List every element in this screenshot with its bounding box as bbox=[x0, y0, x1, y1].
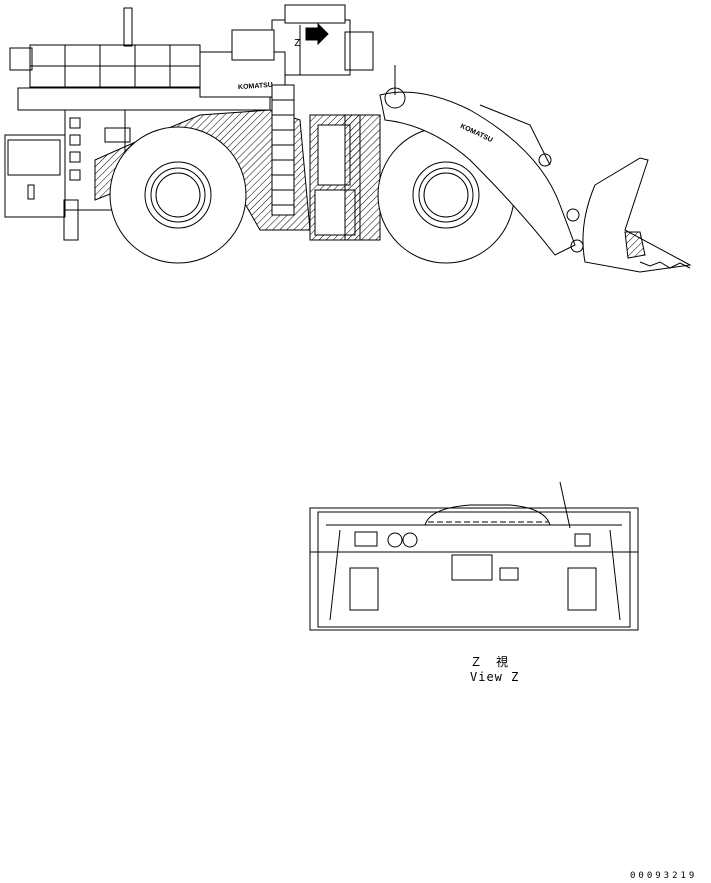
rear-engine-hood bbox=[9, 7, 201, 88]
view-z-drawing bbox=[309, 481, 639, 631]
rear-wheel bbox=[109, 126, 247, 264]
access-ladder bbox=[271, 84, 295, 216]
boom-arm bbox=[379, 65, 584, 256]
wheel-loader-side-view bbox=[4, 4, 692, 273]
view-caption-japanese: Ｚ 視 bbox=[470, 655, 510, 669]
center-frame bbox=[309, 114, 381, 241]
loader-bucket bbox=[582, 157, 692, 273]
view-caption-english: View Z bbox=[470, 670, 520, 684]
view-z-marker: Z bbox=[294, 38, 301, 49]
operator-cab bbox=[199, 4, 374, 98]
drawing-number: 00093219 bbox=[630, 871, 698, 881]
